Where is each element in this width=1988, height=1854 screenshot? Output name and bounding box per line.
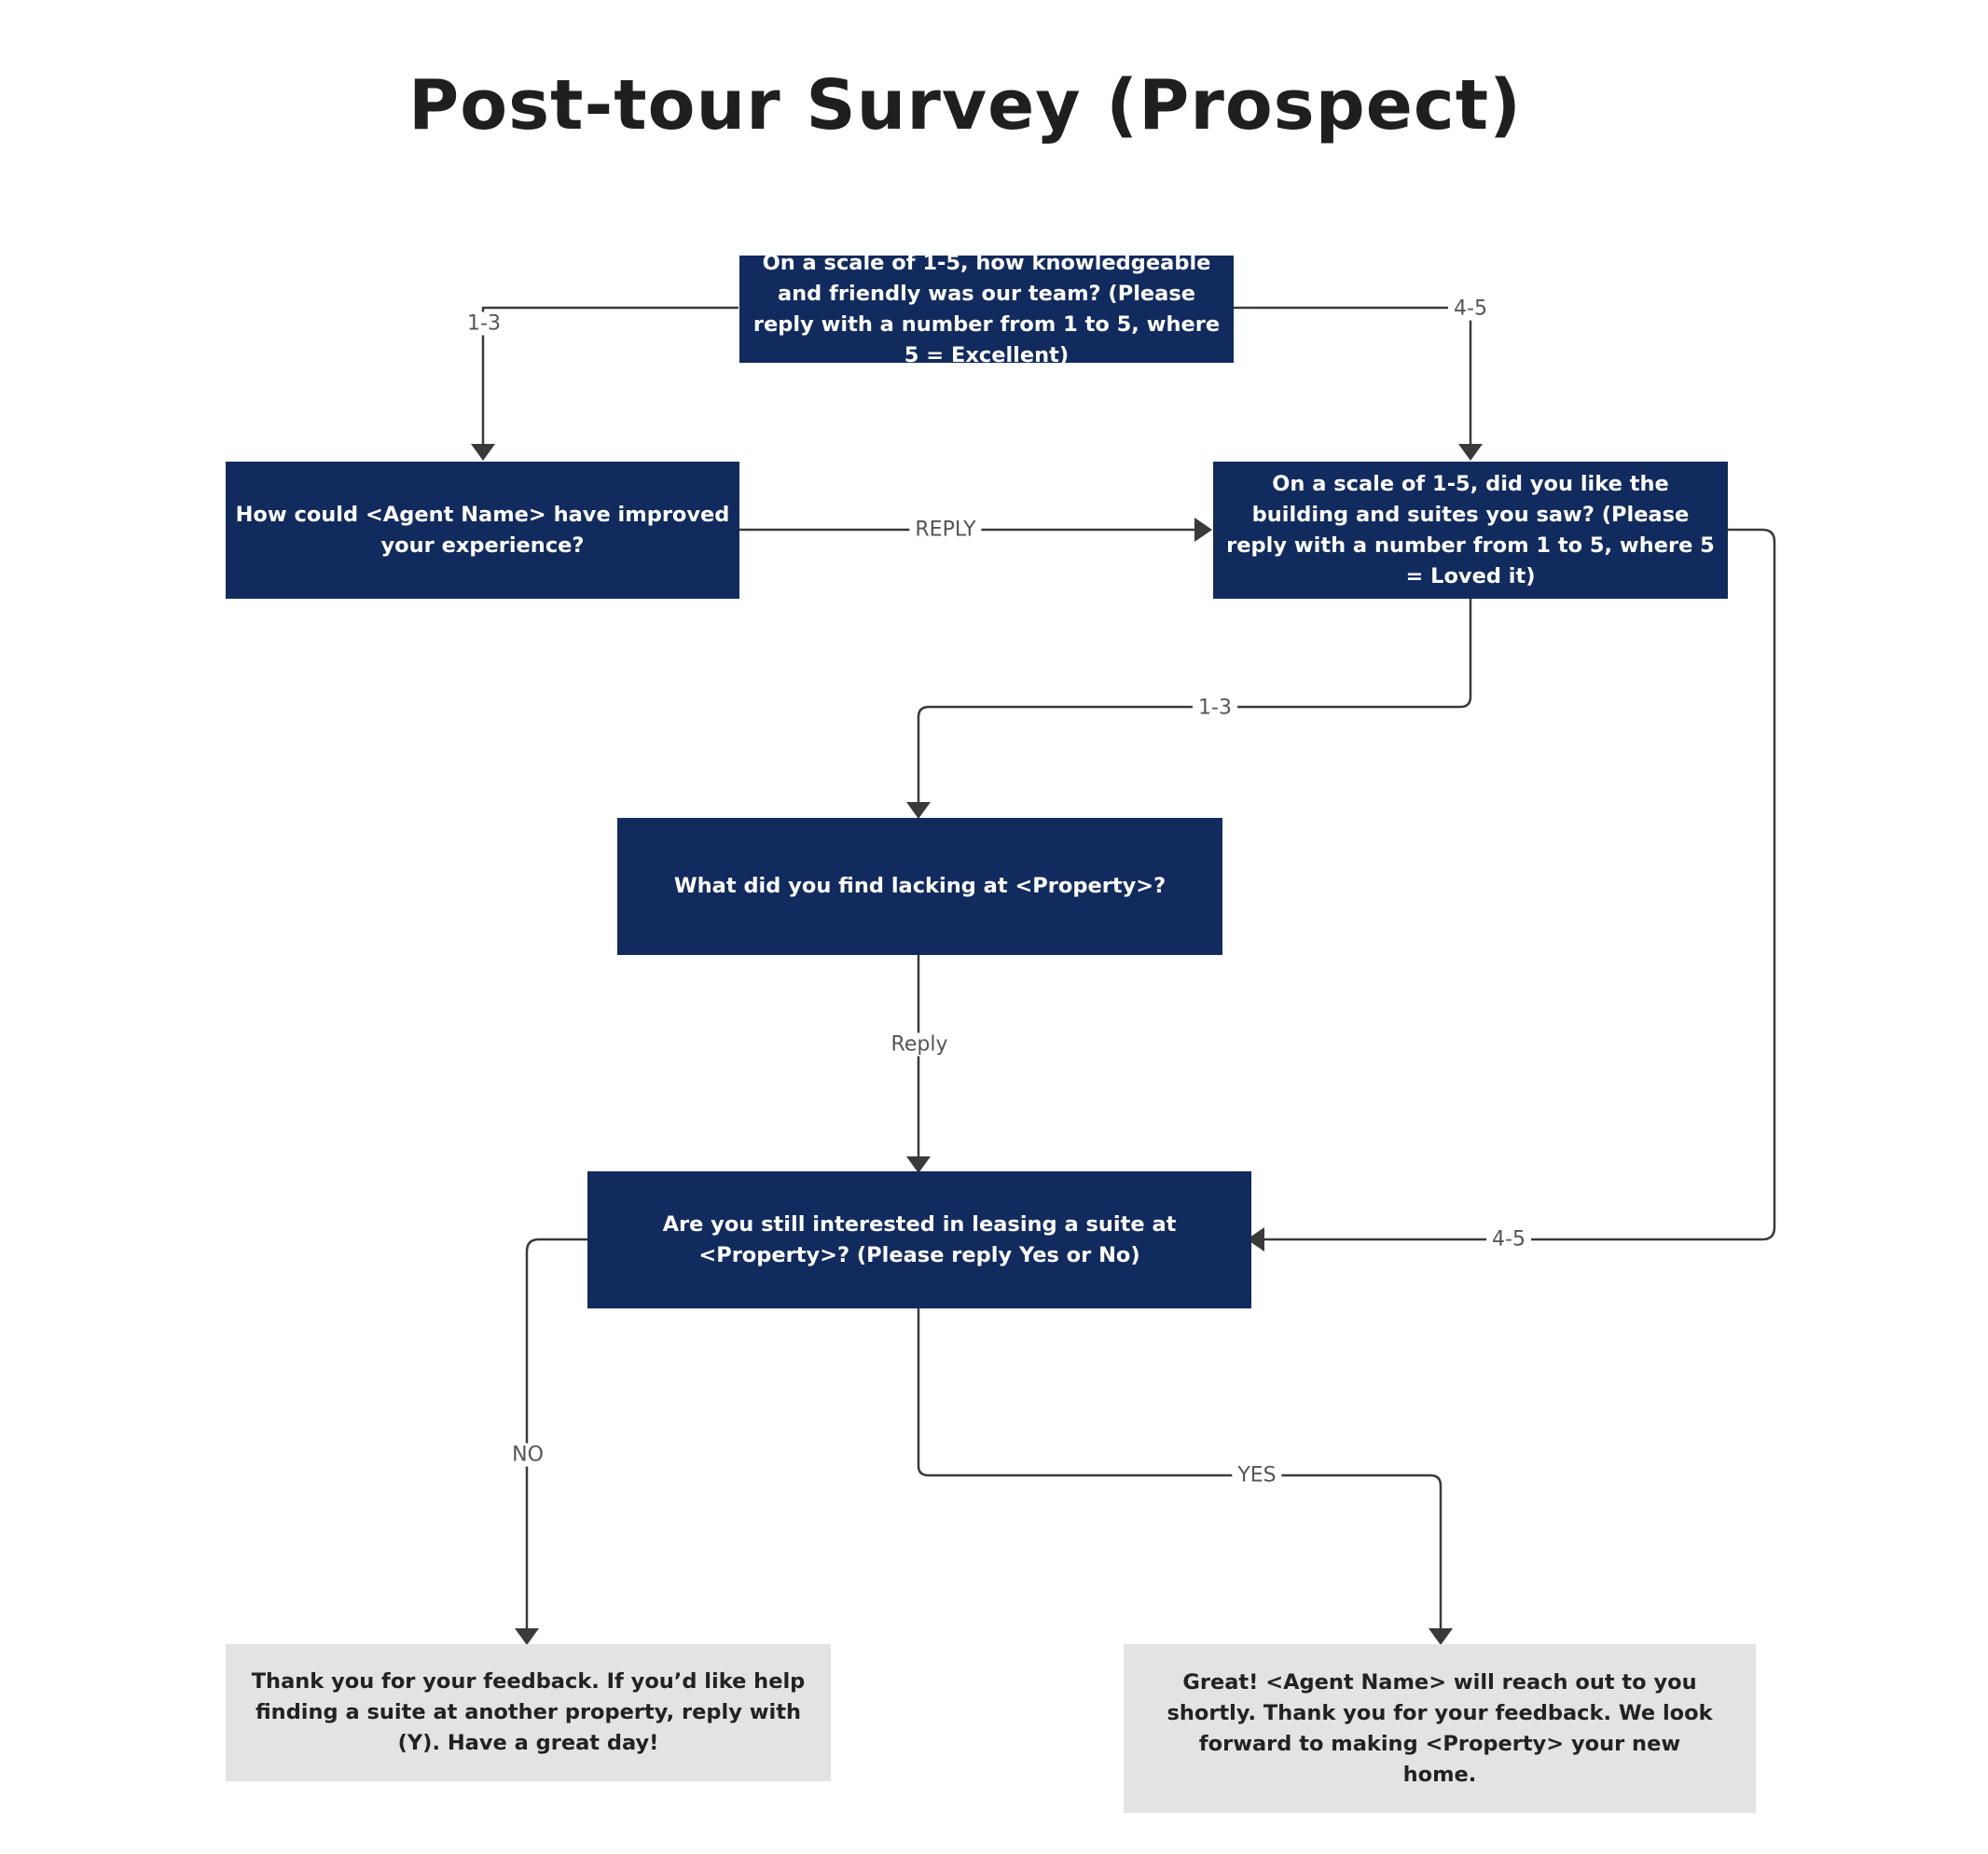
arrowhead-interested-yes <box>1429 1628 1453 1645</box>
edge-team-high <box>1234 306 1472 446</box>
edge-label-team-low: 1-3 <box>462 311 506 336</box>
edge-label-building-high: 4-5 <box>1486 1227 1531 1252</box>
node-end-no: Thank you for your feedback. If you’d li… <box>226 1644 831 1781</box>
edge-label-interested-no: NO <box>506 1443 549 1467</box>
edge-interested-yes <box>917 1307 1443 1630</box>
edge-label-interested-yes: YES <box>1232 1463 1282 1487</box>
arrowhead-improve-reply <box>1194 518 1212 542</box>
arrowhead-building-high <box>1247 1227 1264 1252</box>
arrowhead-team-high <box>1458 444 1483 461</box>
edge-label-improve-reply: REPLY <box>909 518 982 542</box>
edge-interested-no <box>525 1238 587 1630</box>
edge-building-high <box>1263 528 1776 1241</box>
node-end-yes: Great! <Agent Name> will reach out to yo… <box>1124 1644 1756 1813</box>
edge-label-team-high: 4-5 <box>1448 297 1493 321</box>
edge-label-lacking-reply: Reply <box>885 1032 954 1057</box>
edge-team-low <box>481 306 739 446</box>
node-agent-improve-question: How could <Agent Name> have improved you… <box>226 462 739 599</box>
node-building-rating-question: On a scale of 1-5, did you like the buil… <box>1213 462 1728 599</box>
arrowhead-team-low <box>471 444 495 461</box>
edge-label-building-low: 1-3 <box>1193 696 1237 720</box>
arrowhead-building-low <box>906 802 931 819</box>
arrowhead-interested-no <box>515 1628 539 1645</box>
node-team-rating-question: On a scale of 1-5, how knowledgeable and… <box>739 251 1234 367</box>
diagram-title: Post-tour Survey (Prospect) <box>408 65 1522 145</box>
arrowhead-lacking-reply <box>906 1156 931 1173</box>
node-lacking-question: What did you find lacking at <Property>? <box>617 818 1222 955</box>
node-interest-question: Are you still interested in leasing a su… <box>587 1171 1251 1308</box>
